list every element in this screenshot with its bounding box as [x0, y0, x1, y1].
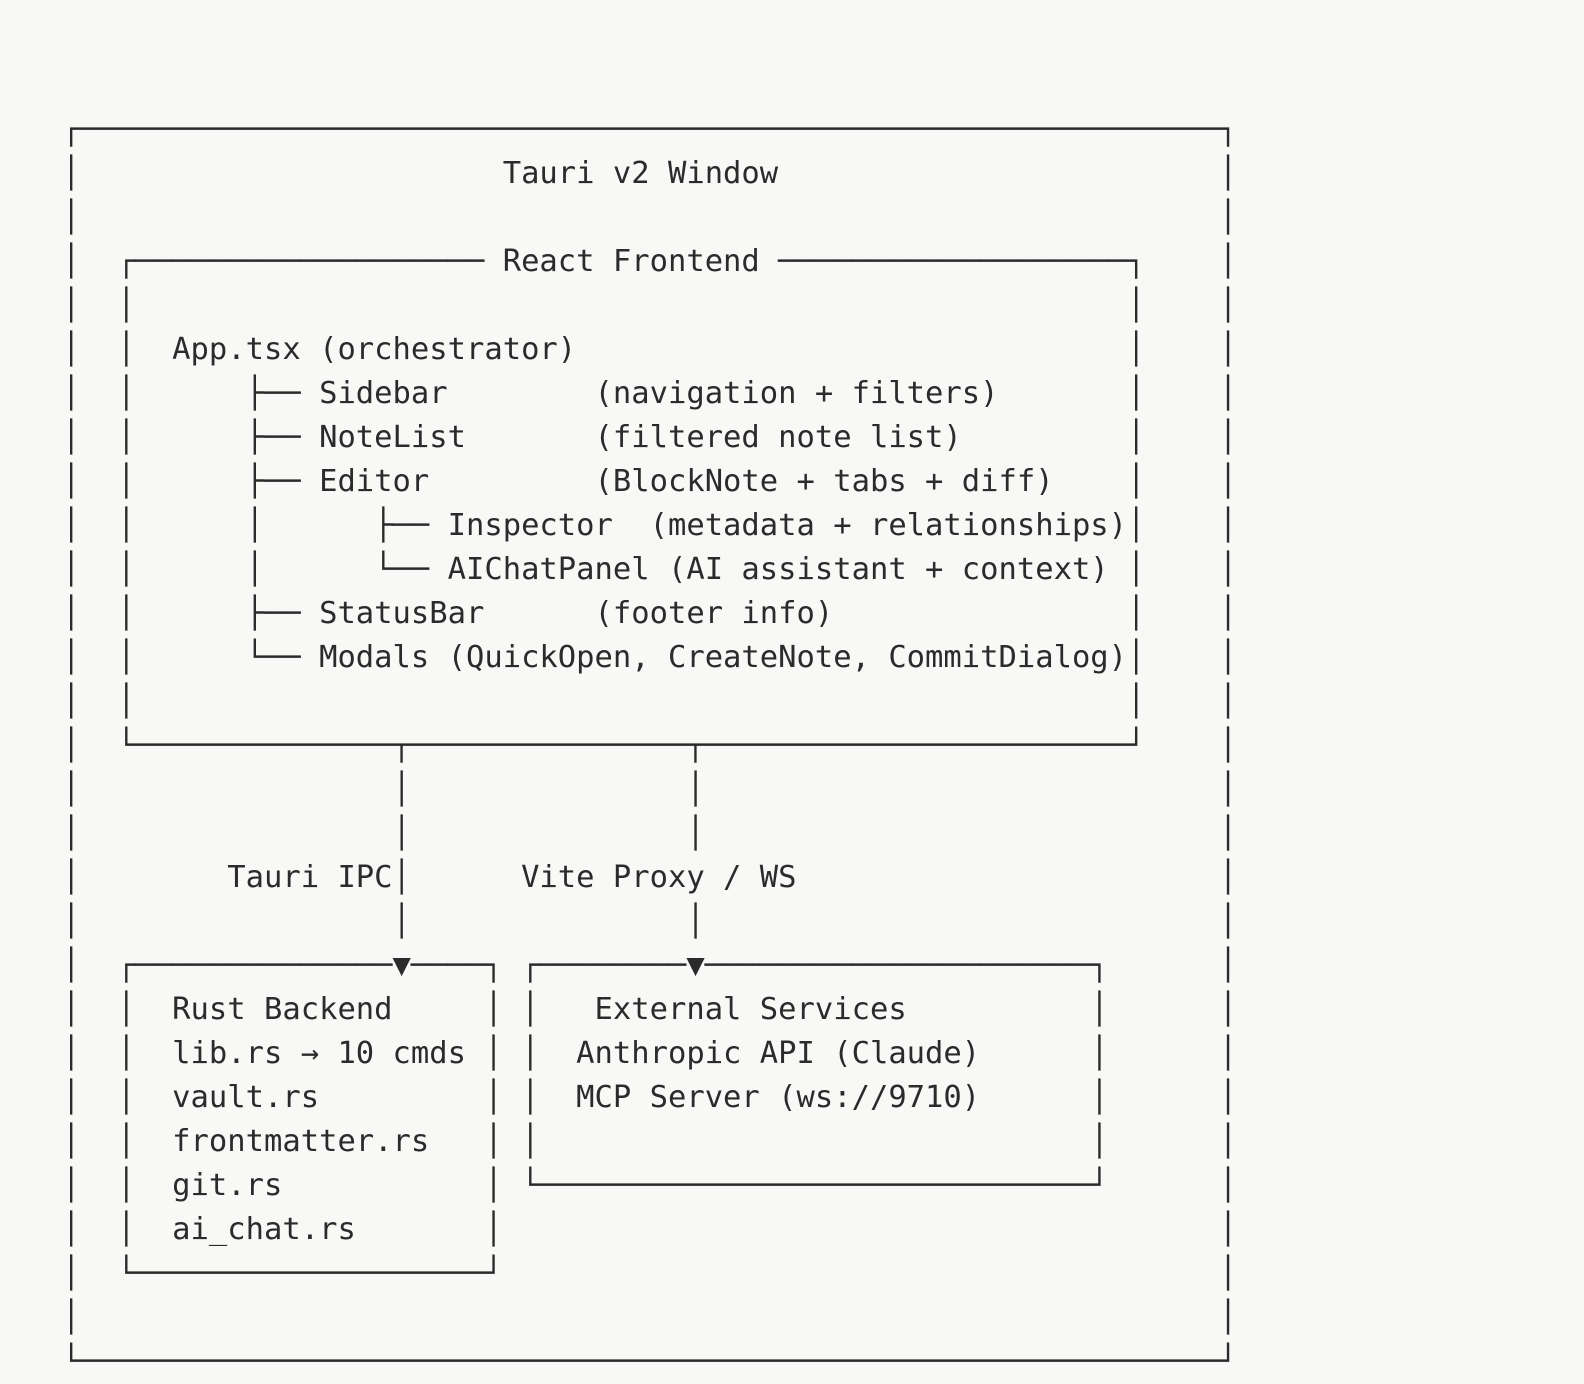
diagram-canvas: ┌───────────────────────────────────────… [62, 112, 1238, 1379]
ascii-architecture-diagram: ┌───────────────────────────────────────… [62, 112, 1238, 1379]
